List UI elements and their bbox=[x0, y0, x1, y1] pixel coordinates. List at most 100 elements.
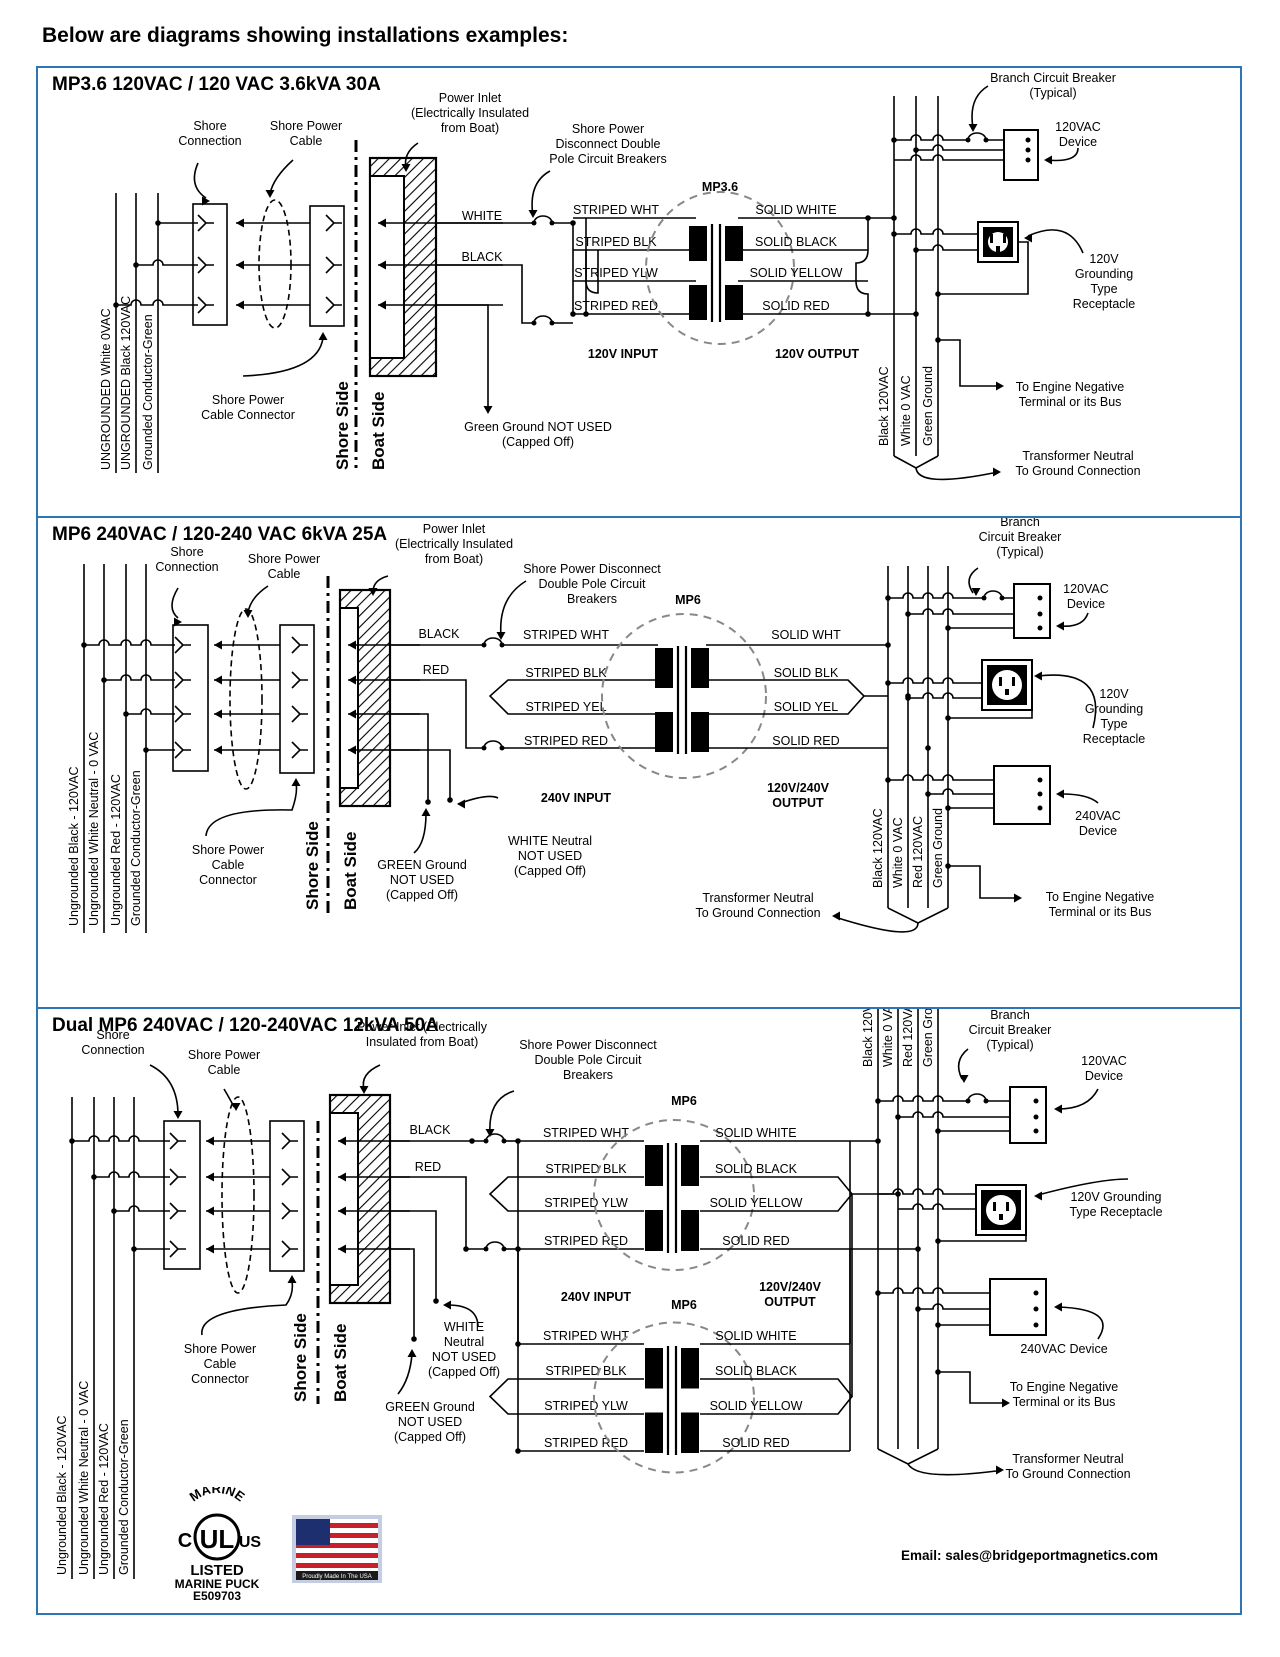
arrowhead bbox=[496, 632, 506, 640]
ul-c: C bbox=[178, 1530, 192, 1552]
secondary-lead-label: SOLID RED bbox=[762, 299, 829, 313]
green-ground-callout: Green Ground NOT USED(Capped Off) bbox=[464, 420, 612, 449]
boat-bus-label: Green Ground bbox=[921, 1009, 935, 1067]
arrowhead bbox=[338, 1244, 346, 1254]
shore-wire-label: Ungrounded Black - 120VAC bbox=[55, 1415, 69, 1575]
secondary-winding bbox=[725, 226, 743, 261]
shore-wire-label: Ungrounded Black - 120VAC bbox=[67, 766, 81, 926]
diagram-panel-dual-mp6: Dual MP6 240VAC / 120-240VAC 12kVA 50A U… bbox=[36, 1007, 1242, 1615]
transformer-mp6 bbox=[655, 646, 709, 754]
arrowhead bbox=[1014, 893, 1022, 903]
bus-wire bbox=[898, 1111, 1026, 1118]
bus-wire bbox=[888, 677, 982, 684]
secondary-lead-label: SOLID YELLOW bbox=[710, 1196, 803, 1210]
primary-lead-label: STRIPED YLW bbox=[574, 266, 658, 280]
callout-leader bbox=[171, 587, 179, 619]
shore-wire-label: Ungrounded White Neutral - 0 VAC bbox=[87, 732, 101, 926]
shore-side-label: Shore Side bbox=[291, 1313, 310, 1402]
secondary-lead-label: SOLID BLACK bbox=[715, 1364, 798, 1378]
branch-breaker bbox=[965, 1093, 989, 1104]
bus-joint bbox=[877, 1448, 939, 1465]
primary-winding bbox=[689, 226, 707, 261]
junction-dot bbox=[123, 711, 129, 717]
plug-prong bbox=[174, 636, 191, 654]
junction-dot bbox=[935, 1128, 941, 1134]
winding-jumper bbox=[488, 679, 658, 715]
plug-prong bbox=[174, 705, 191, 723]
junction-dot bbox=[570, 311, 576, 317]
cable-bundle bbox=[258, 199, 292, 329]
primary-lead-label: STRIPED WHT bbox=[543, 1329, 629, 1343]
input-breaker bbox=[531, 215, 555, 226]
flag-caption: Proudly Made In The USA bbox=[302, 1574, 372, 1580]
breaker-contact bbox=[483, 1246, 489, 1252]
callout-leader bbox=[447, 1304, 479, 1328]
device-terminal bbox=[1025, 137, 1031, 143]
winding-jumper bbox=[585, 250, 599, 294]
callout-leader bbox=[971, 85, 989, 129]
arrowhead bbox=[1002, 1398, 1010, 1408]
arrowhead bbox=[338, 1172, 346, 1182]
bus-joint bbox=[887, 907, 949, 924]
bus-wire bbox=[888, 592, 984, 599]
boat-side-label: Boat Side bbox=[331, 1324, 350, 1402]
plug-prong bbox=[291, 671, 308, 689]
arrowhead bbox=[287, 1275, 297, 1283]
secondary-winding bbox=[681, 1145, 699, 1186]
arrowhead bbox=[338, 1136, 346, 1146]
bus-joint bbox=[893, 455, 939, 469]
secondary-winding bbox=[725, 285, 743, 320]
secondary-lead-label: SOLID WHITE bbox=[715, 1329, 796, 1343]
page-heading: Below are diagrams showing installations… bbox=[42, 24, 569, 47]
arrowhead bbox=[214, 709, 222, 719]
junction-dot bbox=[913, 247, 919, 253]
receptacle-slot bbox=[990, 234, 993, 243]
arrowhead bbox=[959, 1075, 969, 1083]
junction-dot bbox=[425, 799, 431, 805]
cable-bundle bbox=[229, 608, 263, 790]
primary-lead-label: STRIPED RED bbox=[574, 299, 658, 313]
device-terminal bbox=[1037, 791, 1043, 797]
cable-connector-box bbox=[309, 205, 345, 327]
ground-wire bbox=[938, 1371, 1002, 1404]
shore-connection-box bbox=[172, 624, 209, 772]
bus-wire bbox=[114, 1205, 170, 1212]
winding-jumper bbox=[855, 280, 869, 314]
arrowhead bbox=[443, 1300, 451, 1310]
boat-bus-label: White 0 VAC bbox=[891, 817, 905, 888]
input-breaker bbox=[483, 1133, 507, 1144]
wire-label: RED bbox=[423, 663, 449, 677]
junction-dot bbox=[875, 1138, 881, 1144]
breaker-contact bbox=[981, 595, 987, 601]
plug-prong bbox=[197, 296, 214, 314]
shore-connection-box bbox=[192, 203, 228, 326]
receptacle-slot bbox=[1003, 234, 1006, 243]
panel-title: MP3.6 120VAC / 120 VAC 3.6kVA 30A bbox=[52, 74, 381, 95]
shore-wire-label: Ungrounded White Neutral - 0 VAC bbox=[77, 1381, 91, 1575]
arrowhead bbox=[993, 467, 1001, 477]
junction-dot bbox=[583, 311, 589, 317]
callout-leader bbox=[1061, 793, 1099, 804]
primary-winding bbox=[689, 285, 707, 320]
winding-jumper bbox=[488, 1176, 644, 1212]
arrowhead bbox=[214, 745, 222, 755]
arrowhead bbox=[291, 778, 301, 786]
arrowhead bbox=[1034, 671, 1042, 681]
secondary-lead-label: SOLID RED bbox=[722, 1436, 789, 1450]
junction-dot bbox=[925, 745, 931, 751]
boat-bus-label: Green Ground bbox=[931, 808, 945, 888]
green-ground-wire bbox=[390, 1248, 415, 1339]
svg-text:MARINE: MARINE bbox=[187, 1487, 248, 1505]
